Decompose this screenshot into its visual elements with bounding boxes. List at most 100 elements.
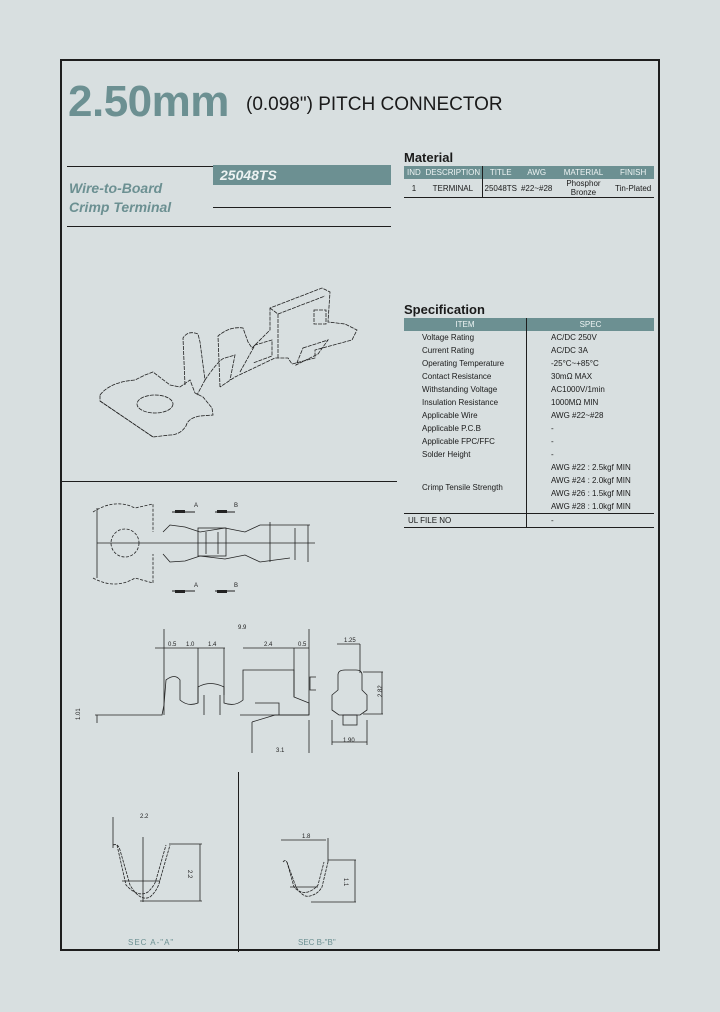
table-cell: Tin-Plated bbox=[612, 179, 654, 198]
dim-label: 0.5 bbox=[168, 642, 177, 648]
section-marker: B bbox=[234, 583, 238, 589]
table-cell: #22~#28 bbox=[518, 179, 555, 198]
table-header-row: IND DESCRIPTION TITLE AWG MATERIAL FINIS… bbox=[404, 166, 654, 179]
section-b-label: SEC B-"B" bbox=[298, 938, 336, 947]
table-row: 1 TERMINAL 25048TS #22~#28 Phosphor Bron… bbox=[404, 179, 654, 198]
table-row: UL FILE NO - bbox=[404, 513, 654, 528]
dim-sec-a-height: 2.2 bbox=[186, 870, 192, 879]
spec-value: AWG #26 : 1.5kgf MIN bbox=[551, 489, 631, 498]
material-title: Material bbox=[404, 150, 454, 165]
specification-table: ITEM SPEC Voltage Rating AC/DC 250V Curre… bbox=[404, 318, 654, 528]
isometric-terminal-drawing bbox=[99, 287, 358, 438]
pitch-subtitle: (0.098") PITCH CONNECTOR bbox=[246, 94, 503, 115]
dim-side-bottom: 1.90 bbox=[343, 738, 355, 744]
table-cell: 25048TS bbox=[482, 179, 519, 198]
spec-value: 30mΩ MAX bbox=[551, 372, 593, 381]
dim-sec-a-width: 2.2 bbox=[140, 814, 149, 820]
table-cell: TERMINAL bbox=[423, 179, 483, 198]
dim-label: 0.5 bbox=[298, 642, 307, 648]
spec-item: Operating Temperature bbox=[404, 357, 527, 370]
divider bbox=[67, 226, 391, 227]
spec-value: - bbox=[551, 424, 554, 433]
section-marker: B bbox=[234, 503, 238, 509]
table-row: Solder Height - bbox=[404, 448, 654, 461]
spec-value: AWG #24 : 2.0kgf MIN bbox=[551, 476, 631, 485]
section-b-drawing: 1.8 1.1 SEC B-"B" bbox=[281, 834, 356, 947]
column-header: DESCRIPTION bbox=[423, 166, 483, 179]
table-row: Applicable Wire AWG #22~#28 bbox=[404, 409, 654, 422]
section-a-label: SEC A-"A" bbox=[128, 938, 174, 947]
spec-item: UL FILE NO bbox=[404, 513, 527, 528]
spec-value: AWG #22~#28 bbox=[551, 411, 604, 420]
dim-bottom: 3.1 bbox=[276, 748, 285, 754]
spec-item: Crimp Tensile Strength bbox=[404, 461, 527, 514]
spec-item: Withstanding Voltage bbox=[404, 383, 527, 396]
spec-item: Applicable Wire bbox=[404, 409, 527, 422]
spec-value: AC1000V/1min bbox=[551, 385, 605, 394]
dim-label: 1.4 bbox=[208, 642, 217, 648]
table-row: Applicable P.C.B - bbox=[404, 422, 654, 435]
section-marker: A bbox=[194, 583, 198, 589]
table-row: Operating Temperature -25°C~+85°C bbox=[404, 357, 654, 370]
front-view-drawing: 9.9 0.5 1.0 1.4 2.4 0.5 3.1 1.01 1.25 2.… bbox=[76, 625, 384, 754]
spec-value: 1000MΩ MIN bbox=[551, 398, 599, 407]
specification-title: Specification bbox=[404, 302, 485, 317]
spec-value: - bbox=[551, 450, 554, 459]
pitch-title: 2.50mm bbox=[68, 77, 229, 126]
dim-side-height: 2.82 bbox=[378, 685, 384, 697]
dim-left: 1.01 bbox=[76, 708, 82, 720]
column-header: SPEC bbox=[526, 318, 654, 331]
table-header-row: ITEM SPEC bbox=[404, 318, 654, 331]
spec-value: -25°C~+85°C bbox=[551, 359, 599, 368]
column-header: TITLE bbox=[482, 166, 519, 179]
table-cell: 1 bbox=[404, 179, 424, 198]
table-row: Crimp Tensile Strength AWG #22 : 2.5kgf … bbox=[404, 461, 654, 514]
spec-item: Current Rating bbox=[404, 344, 527, 357]
part-number: 25048TS bbox=[220, 167, 277, 183]
dim-side-top: 1.25 bbox=[344, 638, 356, 644]
spec-item: Solder Height bbox=[404, 448, 527, 461]
spec-item: Applicable P.C.B bbox=[404, 422, 527, 435]
spec-value: - bbox=[551, 437, 554, 446]
section-marker: A bbox=[194, 503, 198, 509]
spec-value: AC/DC 3A bbox=[551, 346, 588, 355]
dim-label: 1.0 bbox=[186, 642, 195, 648]
spec-value: - bbox=[526, 513, 654, 528]
spec-item: Applicable FPC/FFC bbox=[404, 435, 527, 448]
column-header: IND bbox=[404, 166, 424, 179]
table-row: Voltage Rating AC/DC 250V bbox=[404, 331, 654, 344]
column-header: AWG bbox=[518, 166, 555, 179]
section-a-drawing: 2.2 2.2 SEC A-"A" bbox=[112, 814, 202, 947]
table-row: Applicable FPC/FFC - bbox=[404, 435, 654, 448]
table-cell: Phosphor Bronze bbox=[554, 179, 613, 198]
spec-value: AC/DC 250V bbox=[551, 333, 597, 342]
spec-value: AWG #28 : 1.0kgf MIN bbox=[551, 502, 631, 511]
spec-item: Contact Resistance bbox=[404, 370, 527, 383]
dim-label: 2.4 bbox=[264, 642, 273, 648]
product-type-line2: Crimp Terminal bbox=[69, 199, 172, 215]
product-type-line1: Wire-to-Board bbox=[69, 180, 163, 196]
table-row: Current Rating AC/DC 3A bbox=[404, 344, 654, 357]
table-row: AWG #28 : 1.0kgf MIN bbox=[404, 500, 654, 514]
divider bbox=[60, 481, 397, 482]
table-row: Contact Resistance 30mΩ MAX bbox=[404, 370, 654, 383]
spec-item: Voltage Rating bbox=[404, 331, 527, 344]
part-number-bar bbox=[213, 165, 391, 185]
table-row: Withstanding Voltage AC1000V/1min bbox=[404, 383, 654, 396]
material-table: IND DESCRIPTION TITLE AWG MATERIAL FINIS… bbox=[404, 166, 654, 198]
spec-item: Insulation Resistance bbox=[404, 396, 527, 409]
divider bbox=[238, 772, 239, 952]
dim-sec-b-height: 1.1 bbox=[342, 878, 348, 887]
divider bbox=[213, 207, 391, 208]
table-row: AWG #24 : 2.0kgf MIN bbox=[404, 474, 654, 487]
dim-sec-b-width: 1.8 bbox=[302, 834, 311, 840]
column-header: MATERIAL bbox=[554, 166, 613, 179]
spec-value: AWG #22 : 2.5kgf MIN bbox=[551, 463, 631, 472]
table-row: Insulation Resistance 1000MΩ MIN bbox=[404, 396, 654, 409]
top-view-drawing: A B A B bbox=[92, 503, 315, 593]
dim-overall: 9.9 bbox=[238, 625, 247, 631]
table-row: AWG #26 : 1.5kgf MIN bbox=[404, 487, 654, 500]
column-header: FINISH bbox=[612, 166, 654, 179]
drawing-frame bbox=[60, 59, 660, 951]
column-header: ITEM bbox=[404, 318, 527, 331]
